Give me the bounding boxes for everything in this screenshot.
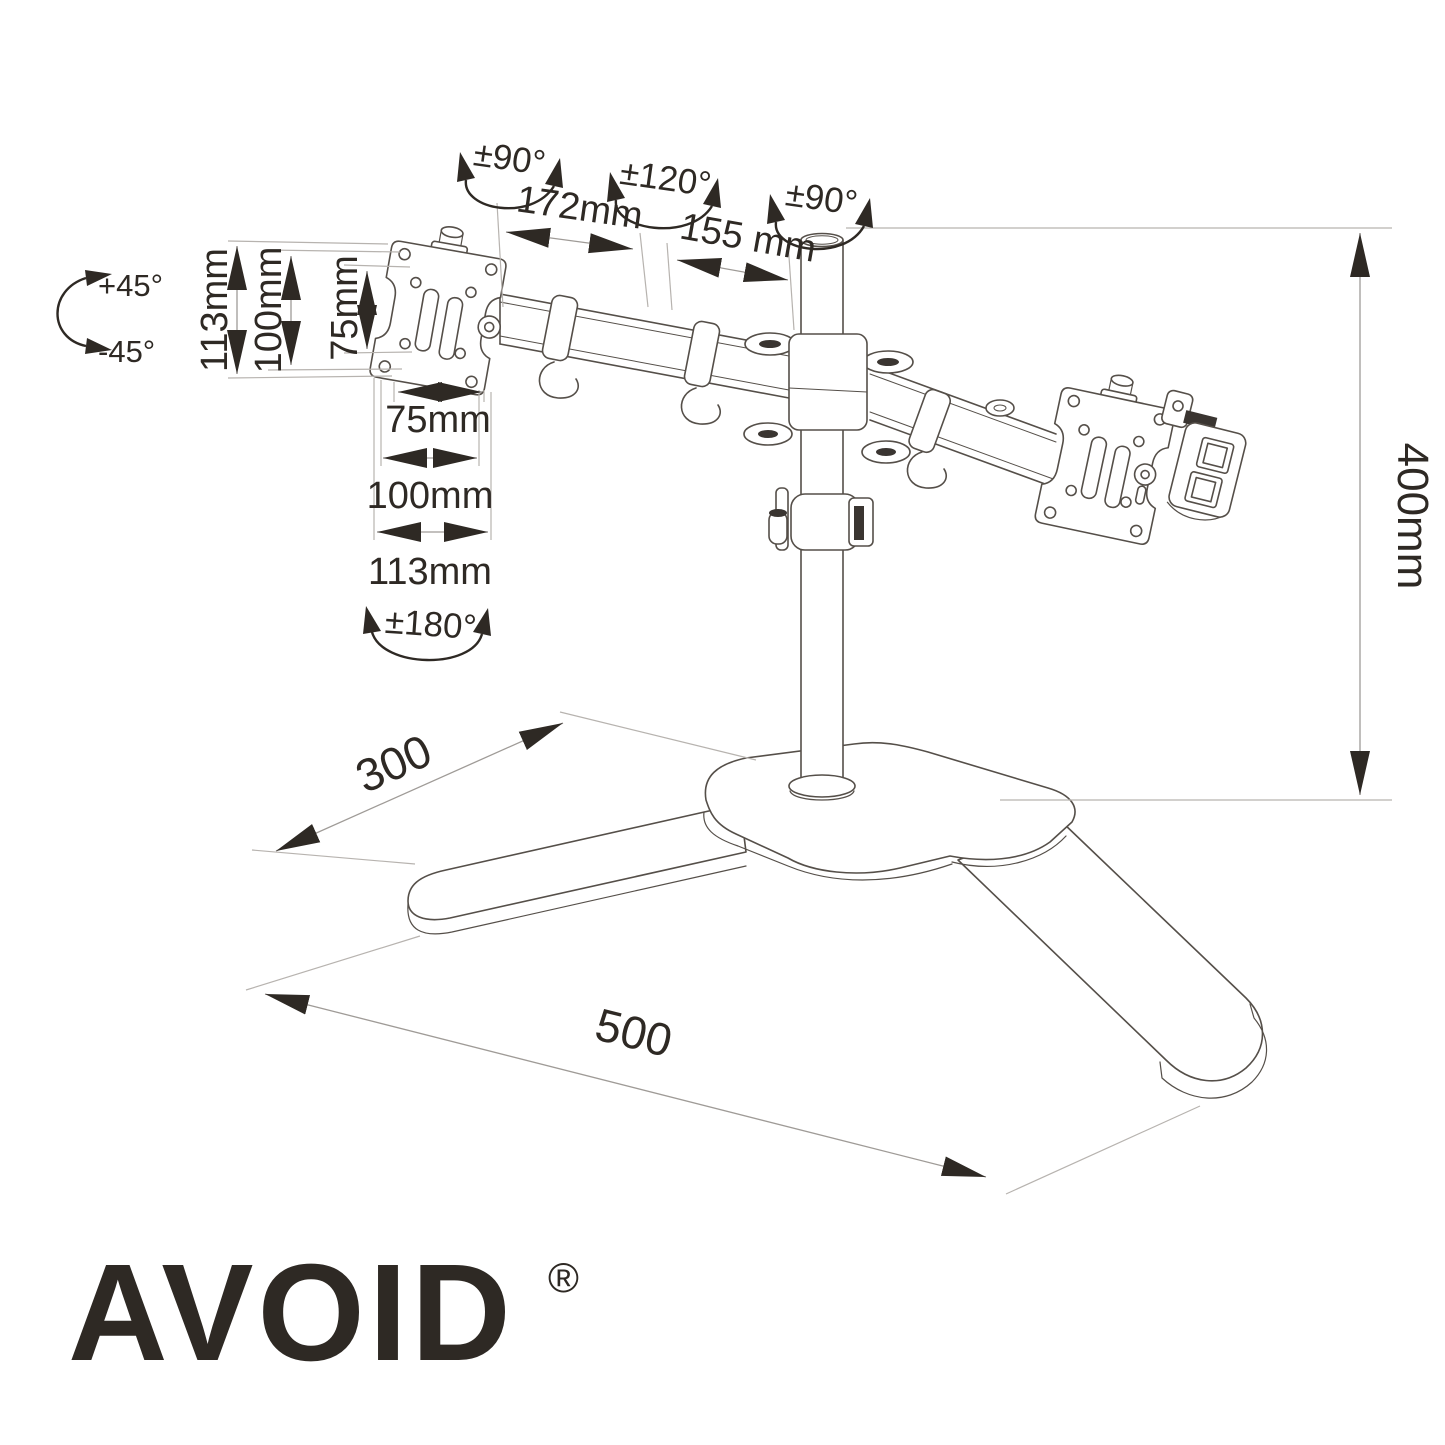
dim-300: [275, 722, 564, 852]
cable-hook-1: [538, 361, 580, 399]
rotation-arcs: [56, 179, 866, 662]
plate-pivot: [477, 315, 502, 339]
thumbscrew-cap-right: [1110, 374, 1134, 387]
label-500: 500: [590, 998, 677, 1067]
pole-top-cap-inner: [805, 235, 839, 245]
thumbscrew-cap: [440, 226, 464, 239]
label-300: 300: [348, 724, 439, 803]
swivel-mid-arc: [614, 199, 714, 230]
base-right-lip: [951, 835, 1067, 867]
brand-logo: AVOID ®: [68, 1236, 579, 1390]
dim-500: [264, 993, 987, 1178]
base-right-leg: [957, 821, 1264, 1082]
cable-clip-3: [906, 388, 952, 489]
base-right-leg-edge: [1159, 1003, 1268, 1099]
label-155mm: 155 mm: [677, 206, 819, 271]
vesa-slot-left: [414, 288, 440, 352]
plate-pivot-right: [1133, 463, 1157, 486]
dim-172: [505, 227, 634, 254]
base: [407, 741, 1268, 1099]
label-100mm-v: 100mm: [248, 247, 290, 374]
tilt-arc: [56, 276, 87, 348]
pole-clamp: [743, 332, 914, 464]
left-vesa-plate: [369, 226, 507, 396]
label-113mm-v: 113mm: [194, 248, 236, 372]
dimension-lines: [227, 227, 1370, 1178]
vesa-plate-outline-right: [1034, 387, 1176, 545]
label-75mm-h: 75mm: [385, 399, 491, 441]
label-100mm-h: 100mm: [367, 475, 494, 517]
label-tilt-up: +45°: [98, 268, 163, 303]
base-left-leg: [407, 803, 747, 921]
right-arm: [869, 365, 1057, 489]
swivel-pole-arc: [774, 221, 866, 251]
left-arm: [499, 293, 790, 425]
cable-hook-3: [906, 451, 948, 489]
label-113mm-h: 113mm: [368, 551, 492, 593]
arm-pivot-boss: [985, 399, 1015, 417]
pole-base-collar: [788, 774, 856, 798]
clip-peg-cap: [769, 509, 787, 517]
base-rotation-arc: [370, 631, 484, 662]
label-400mm: 400mm: [1388, 443, 1437, 590]
cable-hook-2: [680, 387, 722, 425]
base-center-plate: [704, 741, 1076, 874]
swivel-left-arc: [464, 179, 556, 210]
logo-text: AVOID: [68, 1236, 515, 1390]
label-swivel-left: ±90°: [471, 134, 548, 183]
vesa-slot-right: [438, 296, 464, 360]
pole-base-collar-edge: [789, 790, 855, 801]
logo-registered-mark: ®: [548, 1254, 579, 1301]
witness-lines: [227, 202, 1392, 1195]
base-front-lip: [703, 811, 953, 881]
cable-clip-2: [680, 320, 722, 425]
label-tilt-down: -45°: [98, 334, 155, 369]
arc-arrowheads: [85, 152, 873, 636]
pole-cable-clip: [768, 487, 874, 551]
dimension-labels: +45° -45° ±90° ±120° ±90° ±180° 172mm 15…: [98, 134, 1437, 1067]
label-75mm-v: 75mm: [324, 255, 366, 361]
cable-clip-1: [538, 294, 580, 399]
dim-155: [676, 257, 789, 283]
label-base-rotation: ±180°: [384, 602, 478, 647]
clip-slot: [854, 506, 864, 540]
label-swivel-pole: ±90°: [783, 174, 860, 223]
monitor-stand-drawing: [369, 226, 1268, 1099]
right-vesa-plate: [1034, 374, 1176, 545]
mount-head: [1161, 389, 1247, 521]
base-left-leg-edge: [407, 865, 747, 935]
